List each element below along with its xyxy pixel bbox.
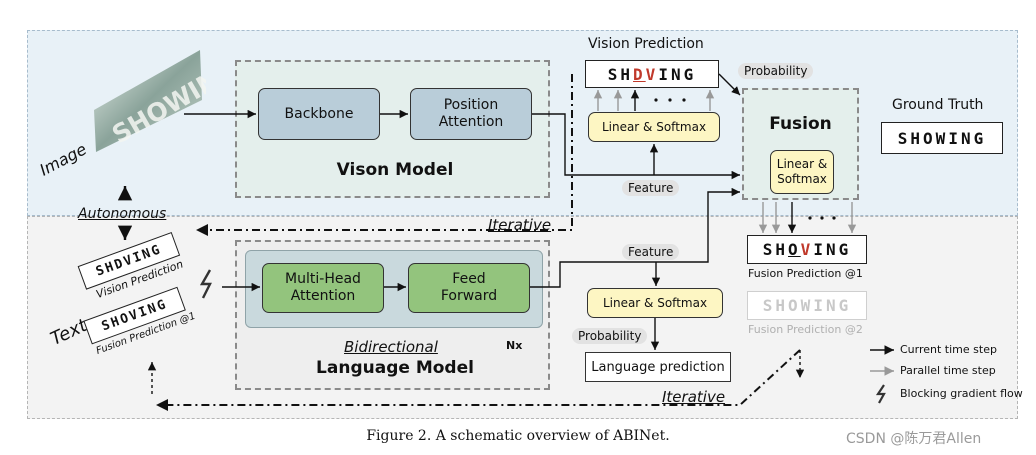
nx-label: Nx xyxy=(506,339,523,352)
fusion-prediction-2-label: Fusion Prediction @2 xyxy=(748,323,863,336)
letter: V xyxy=(645,64,659,84)
letter: H xyxy=(620,64,634,84)
letter: S xyxy=(762,240,776,259)
letter: D xyxy=(633,64,646,84)
legend-blocking: Blocking gradient flow xyxy=(900,387,1023,400)
blocking-gradient-icon xyxy=(199,269,212,299)
bidirectional-label: Bidirectional xyxy=(344,338,438,356)
fusion-title: Fusion xyxy=(769,114,832,134)
vision-prediction-label: Vision Prediction xyxy=(588,36,704,52)
backbone-block: Backbone xyxy=(258,88,380,140)
language-prediction-box: Language prediction xyxy=(585,352,731,382)
fusion-linear-softmax: Linear &Softmax xyxy=(770,150,834,194)
language-model-title: Language Model xyxy=(316,358,474,378)
legend-parallel: Parallel time step xyxy=(900,364,996,377)
probability-tag-bottom: Probability xyxy=(572,328,648,344)
fusion-prediction-2-word: SHOWING xyxy=(747,291,867,320)
letter: S xyxy=(607,64,621,84)
feature-tag-bottom: Feature xyxy=(622,244,680,260)
fusion-prediction-1-label: Fusion Prediction @1 xyxy=(748,267,863,280)
autonomous-label: Autonomous xyxy=(78,206,167,222)
letter: V xyxy=(800,240,814,259)
linear-softmax-bottom: Linear & Softmax xyxy=(587,288,723,318)
legend-current: Current time step xyxy=(900,343,997,356)
watermark: CSDN @陈万君Allen xyxy=(846,431,982,447)
linear-softmax-top: Linear & Softmax xyxy=(588,112,720,142)
figure-caption: Figure 2. A schematic overview of ABINet… xyxy=(366,428,670,444)
vision-model-title: Vison Model xyxy=(336,160,454,180)
letter: H xyxy=(775,240,789,259)
letter: N xyxy=(670,64,684,84)
letter: O xyxy=(788,240,801,259)
ground-truth-label: Ground Truth xyxy=(892,97,984,113)
fusion-box xyxy=(742,88,859,200)
letter: G xyxy=(838,240,852,259)
ground-truth-word: SHOWING xyxy=(881,122,1003,154)
legend-blocking-icon xyxy=(875,384,886,404)
feature-tag-top: Feature xyxy=(622,180,680,196)
iterative-label-bottom: Iterative xyxy=(662,388,726,406)
probability-tag-top: Probability xyxy=(738,63,814,79)
letter: G xyxy=(683,64,697,84)
letter: I xyxy=(658,64,671,84)
letter: I xyxy=(813,240,826,259)
letter: N xyxy=(825,240,839,259)
